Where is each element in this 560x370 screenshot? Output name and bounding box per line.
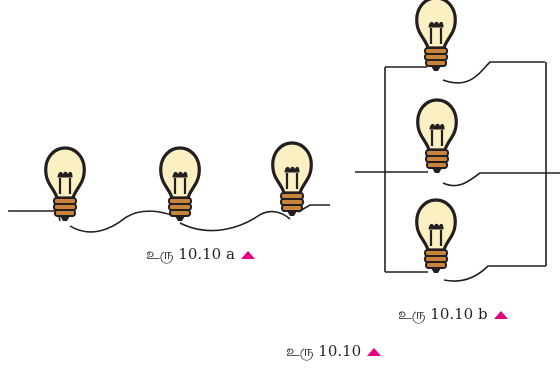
series-bulb-2-icon <box>159 146 201 223</box>
caption-series: உரு 10.10 a <box>146 245 255 265</box>
parallel-circuit <box>355 0 560 282</box>
series-circuit <box>8 141 330 233</box>
caption-figure-text: உரு 10.10 <box>286 342 362 360</box>
triangle-up-icon <box>367 348 382 356</box>
parallel-bulb-3-icon <box>415 198 457 275</box>
caption-parallel: உரு 10.10 b <box>398 305 508 325</box>
series-bulb-1-icon <box>44 146 86 223</box>
caption-parallel-text: உரு 10.10 b <box>398 305 488 323</box>
triangle-up-icon <box>240 251 255 259</box>
parallel-bulb-1-icon <box>415 0 457 73</box>
series-bulb-3-icon <box>271 141 313 218</box>
caption-series-text: உரு 10.10 a <box>146 245 235 263</box>
caption-figure: உரு 10.10 <box>286 342 382 362</box>
parallel-bulb-2-icon <box>416 98 458 175</box>
triangle-up-icon <box>493 311 508 319</box>
parallel-wires <box>355 61 560 282</box>
